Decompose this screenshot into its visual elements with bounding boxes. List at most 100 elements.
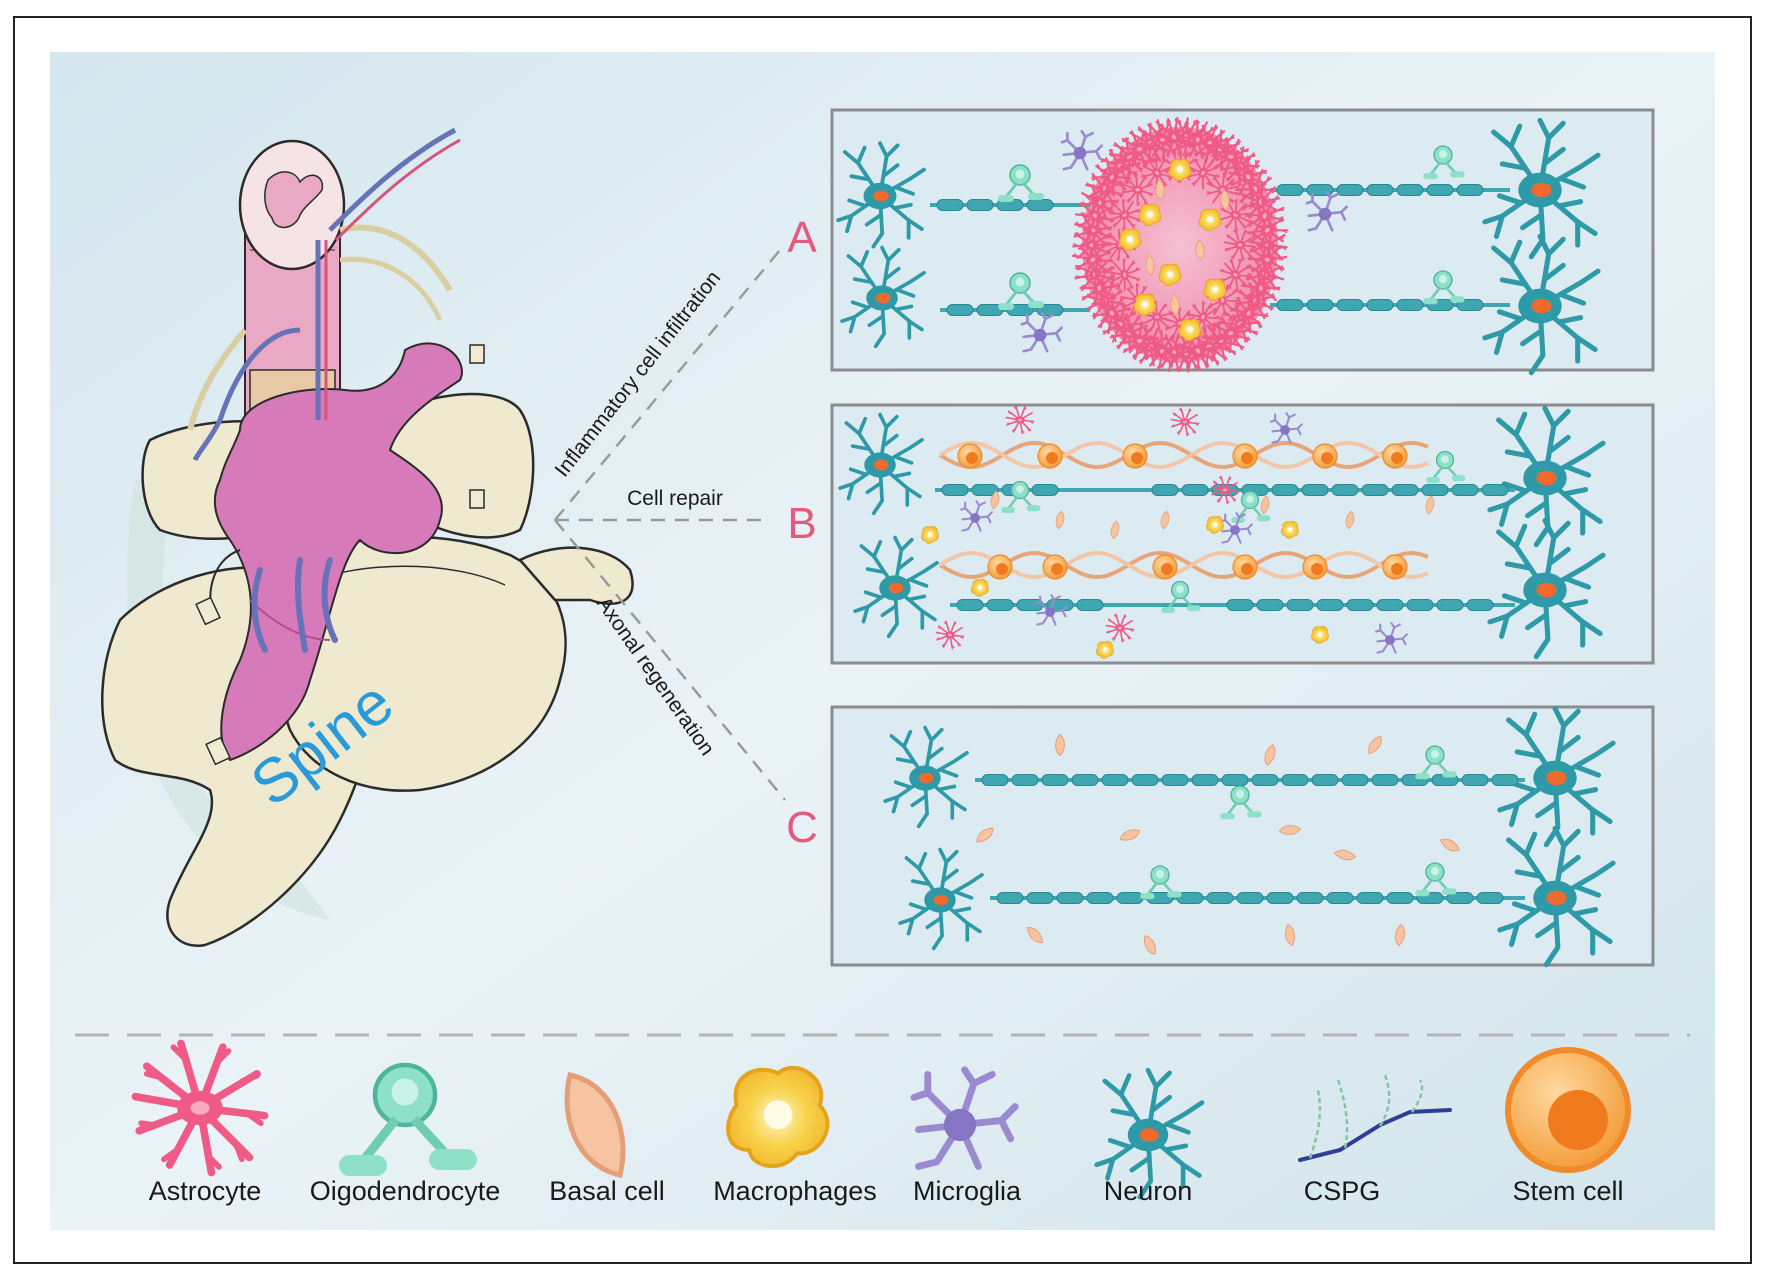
axon-segment <box>956 599 984 611</box>
macrophage-icon <box>1138 203 1162 226</box>
macrophage-icon <box>1311 626 1329 644</box>
macrophage-icon <box>1118 228 1142 251</box>
axon-segment <box>1456 184 1484 196</box>
axon-segment <box>1296 892 1324 904</box>
axon-segment <box>1391 484 1419 496</box>
axon-segment <box>1451 484 1479 496</box>
axon-segment <box>981 774 1009 786</box>
legend: Astrocyte Oigodendrocyte Basal cell Macr… <box>135 1043 1628 1206</box>
axon-segment <box>1421 484 1449 496</box>
macrophage-icon <box>1168 158 1192 181</box>
axon-segment <box>1011 774 1039 786</box>
axon-segment <box>1086 892 1114 904</box>
axon-segment <box>1466 599 1494 611</box>
stem-cell-icon <box>987 554 1013 580</box>
axon-segment <box>1476 892 1504 904</box>
axon-segment <box>1041 774 1069 786</box>
macrophage-icon <box>1198 208 1222 231</box>
legend-item-cspg: CSPG <box>1298 1074 1452 1206</box>
axon-segment <box>1161 774 1189 786</box>
macrophage-icon <box>1158 263 1182 286</box>
axon-segment <box>1461 774 1489 786</box>
stem-cell-icon <box>957 443 983 469</box>
axon-segment <box>1116 892 1144 904</box>
axon-segment <box>1206 892 1234 904</box>
axon-segment <box>1331 484 1359 496</box>
stem-cell-icon <box>1152 554 1178 580</box>
axon-segment <box>1236 892 1264 904</box>
spine-illustration: Spine <box>101 127 634 948</box>
axon-segment <box>996 892 1024 904</box>
stem-cell-icon <box>1382 554 1408 580</box>
axon-segment <box>1481 484 1509 496</box>
axon-segment <box>1076 599 1104 611</box>
macrophage-icon <box>1096 641 1114 659</box>
path-line-a <box>554 249 781 521</box>
legend-label-macrophages: Macrophages <box>713 1176 877 1206</box>
scaffold-helices <box>938 440 1429 580</box>
legend-label-microglia: Microglia <box>913 1176 1022 1206</box>
axon-segment <box>1426 184 1454 196</box>
axon-segment <box>1491 774 1519 786</box>
macrophage-icon <box>1203 278 1227 301</box>
axon-segment <box>941 484 969 496</box>
stem-cell-icon <box>1312 443 1338 469</box>
legend-label-oligodendrocyte: Oigodendrocyte <box>310 1176 501 1206</box>
legend-label-basal-cell: Basal cell <box>549 1176 665 1206</box>
stem-cell-icon <box>1122 443 1148 469</box>
macrophage-icon <box>1206 516 1224 534</box>
axon-segment <box>1016 599 1044 611</box>
path-line-c <box>554 519 786 801</box>
helix-strand <box>938 550 1429 580</box>
axon-segment <box>1301 484 1329 496</box>
stem-cell-icon <box>1232 554 1258 580</box>
axon-segment <box>1151 484 1179 496</box>
axon-segment <box>1336 184 1364 196</box>
stem-cell-icon <box>1302 554 1328 580</box>
axon-segment <box>1366 184 1394 196</box>
axon-segment <box>1356 892 1384 904</box>
legend-item-macrophages: Macrophages <box>713 1065 877 1206</box>
axon-segment <box>1131 774 1159 786</box>
axon-segment <box>1396 184 1424 196</box>
axon-segment <box>1266 892 1294 904</box>
stem-cell-icon <box>1037 443 1063 469</box>
helix-strand <box>938 440 1429 470</box>
axon-segment <box>1366 299 1394 311</box>
axon-segment <box>1436 599 1464 611</box>
axon-segment <box>1056 892 1084 904</box>
axon-segment <box>1026 892 1054 904</box>
axon-segment <box>1396 299 1424 311</box>
axon-segment <box>1031 484 1059 496</box>
axon-segment <box>1306 299 1334 311</box>
axon-segment <box>1276 184 1304 196</box>
axon-segment <box>1386 892 1414 904</box>
legend-item-stem-cell: Stem cell <box>1508 1050 1628 1206</box>
axon-segment <box>1181 484 1209 496</box>
axon-segment <box>1336 299 1364 311</box>
macrophage-icon <box>921 526 939 544</box>
axon-segment <box>1256 599 1284 611</box>
helix-strand <box>938 550 1429 580</box>
legend-item-oligodendrocyte: Oigodendrocyte <box>310 1065 501 1206</box>
axon-segment <box>946 304 974 316</box>
legend-item-basal-cell: Basal cell <box>549 1075 665 1206</box>
legend-label-astrocyte: Astrocyte <box>149 1176 262 1206</box>
axon-segment <box>1406 599 1434 611</box>
panel-letter-a: A <box>787 213 817 262</box>
panel-letter-c: C <box>786 803 818 852</box>
axon-segment <box>1191 774 1219 786</box>
axon-segment <box>1326 892 1354 904</box>
macrophage-icon <box>1281 521 1299 539</box>
macrophage-icon <box>1133 293 1157 316</box>
axon-segment <box>1311 774 1339 786</box>
macrophage-icon <box>1178 318 1202 341</box>
axon-segment <box>1226 599 1254 611</box>
stem-cell-icon <box>1042 554 1068 580</box>
axon-segment <box>1371 774 1399 786</box>
axon-segment <box>1286 599 1314 611</box>
stem-cell-icon <box>1508 1050 1628 1170</box>
path-label-b: Cell repair <box>627 487 723 510</box>
axon-segment <box>1316 599 1344 611</box>
